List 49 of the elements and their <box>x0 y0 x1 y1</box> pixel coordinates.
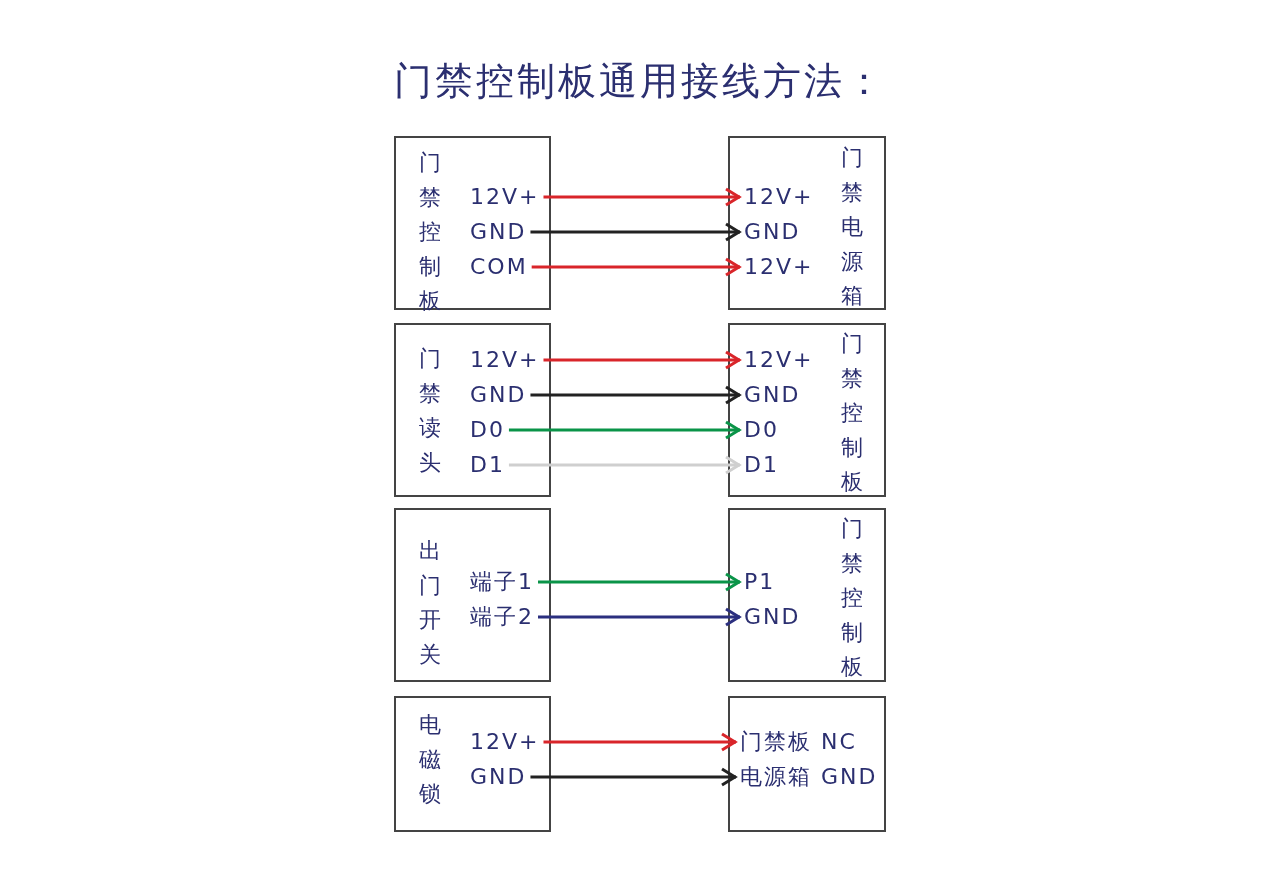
terminal-label: GND <box>470 764 527 790</box>
terminal-label: GND <box>744 382 801 408</box>
terminal-label: 12V+ <box>744 347 814 373</box>
terminal-label: D0 <box>470 417 505 443</box>
device-name: 门禁控制板 <box>840 330 864 496</box>
terminal-label: 端子2 <box>470 604 534 630</box>
terminal-label: P1 <box>744 569 776 595</box>
terminal-label: 端子1 <box>470 569 534 595</box>
device-name: 门禁控制板 <box>418 149 442 315</box>
diagram-title: 门禁控制板通用接线方法： <box>393 58 887 105</box>
terminal-label: 电源箱 GND <box>740 764 878 790</box>
wire-arrow <box>543 350 741 370</box>
device-name: 电磁锁 <box>418 711 442 808</box>
terminal-label: GND <box>744 604 801 630</box>
device-box <box>728 696 886 832</box>
terminal-label: 12V+ <box>744 184 814 210</box>
wire-arrow <box>543 732 737 752</box>
device-name: 门禁控制板 <box>840 515 864 681</box>
device-name: 门禁电源箱 <box>840 144 864 310</box>
wire-arrow <box>538 607 741 627</box>
wire-arrow <box>530 222 741 242</box>
terminal-label: GND <box>744 219 801 245</box>
wire-arrow <box>543 187 741 207</box>
terminal-label: D0 <box>744 417 779 443</box>
terminal-label: GND <box>470 219 527 245</box>
wire-arrow <box>508 420 741 440</box>
wire-arrow <box>530 767 737 787</box>
wire-arrow <box>508 455 741 475</box>
device-box <box>728 136 886 310</box>
terminal-label: GND <box>470 382 527 408</box>
terminal-label: 12V+ <box>470 184 540 210</box>
terminal-label: D1 <box>744 452 779 478</box>
device-name: 出门开关 <box>418 537 442 669</box>
device-name: 门禁读头 <box>418 345 442 477</box>
terminal-label: D1 <box>470 452 505 478</box>
terminal-label: 12V+ <box>470 347 540 373</box>
device-box <box>728 508 886 682</box>
terminal-label: 门禁板 NC <box>740 729 857 755</box>
terminal-label: 12V+ <box>470 729 540 755</box>
wire-arrow <box>530 385 741 405</box>
device-box <box>394 323 551 497</box>
device-box <box>728 323 886 497</box>
device-box <box>394 508 551 682</box>
terminal-label: COM <box>470 254 528 280</box>
terminal-label: 12V+ <box>744 254 814 280</box>
device-box <box>394 136 551 310</box>
wire-arrow <box>531 257 741 277</box>
device-box <box>394 696 551 832</box>
wire-arrow <box>538 572 741 592</box>
